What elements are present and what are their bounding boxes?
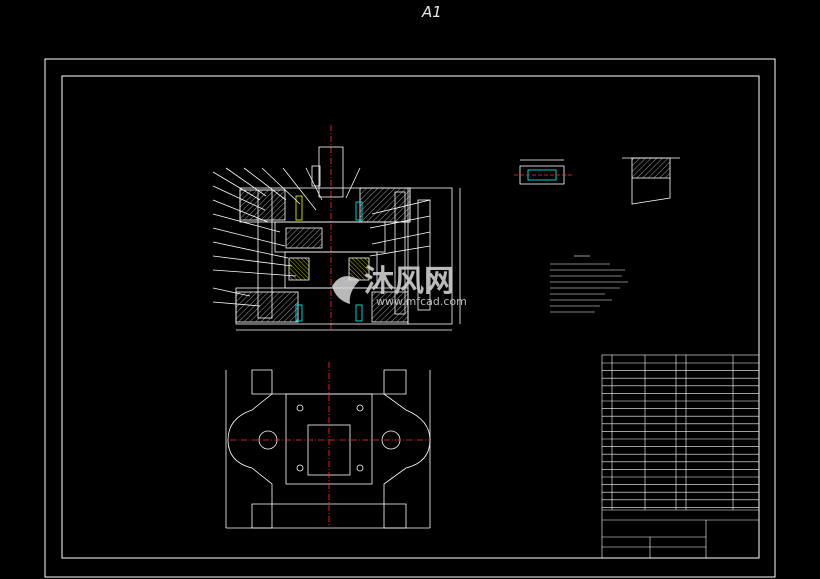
- strip-detail-view: [622, 157, 680, 205]
- outer-frame: [44, 58, 776, 578]
- leaders-left: [212, 171, 297, 307]
- table-row-lines: [602, 362, 759, 508]
- inner-frame: [61, 75, 760, 559]
- punch-holder-hatch: [285, 227, 323, 249]
- bottom-plate-hatch-right: [371, 291, 409, 323]
- strip-section: [631, 157, 671, 179]
- corner-notch-bl: [251, 503, 273, 529]
- spring-left: [288, 257, 310, 281]
- front-section-view: [212, 125, 461, 331]
- screw-hole-1: [296, 404, 304, 412]
- sheet-size-label: A1: [421, 3, 442, 21]
- watermark-logo-icon: [332, 276, 360, 304]
- table-outline: [601, 354, 760, 559]
- strip-body: [631, 178, 671, 205]
- corner-notch-br: [383, 503, 407, 529]
- screw-bottom-right: [355, 304, 363, 322]
- leaders-right: [369, 199, 431, 257]
- shank: [318, 146, 344, 198]
- watermark: 沐风网 www.mfcad.com: [332, 264, 467, 308]
- plan-outline: [227, 393, 431, 505]
- screw-top-left: [295, 195, 303, 221]
- screw-hole-3: [296, 464, 304, 472]
- shank-flange-left: [311, 165, 321, 187]
- side-slot: [417, 199, 431, 311]
- bottom-plate-hatch-left: [235, 291, 299, 323]
- guide-post-left: [257, 189, 273, 319]
- tech-notes: [550, 255, 628, 313]
- corner-notch-tl: [251, 369, 273, 395]
- corner-notch-tr: [383, 369, 407, 395]
- parts-list-table: [601, 354, 760, 559]
- leaders-top: [225, 167, 361, 211]
- watermark-url: www.mfcad.com: [376, 295, 467, 308]
- side-block: [407, 187, 453, 325]
- guide-post-right: [394, 191, 406, 315]
- screw-hole-2: [356, 404, 364, 412]
- part-detail-view: [514, 159, 572, 185]
- top-plate-hatch: [359, 187, 411, 223]
- watermark-text: 沐风网: [364, 264, 454, 299]
- plan-view: [225, 362, 431, 529]
- screw-top-right: [355, 201, 363, 221]
- screw-hole-4: [356, 464, 364, 472]
- screw-bottom-left: [295, 304, 303, 322]
